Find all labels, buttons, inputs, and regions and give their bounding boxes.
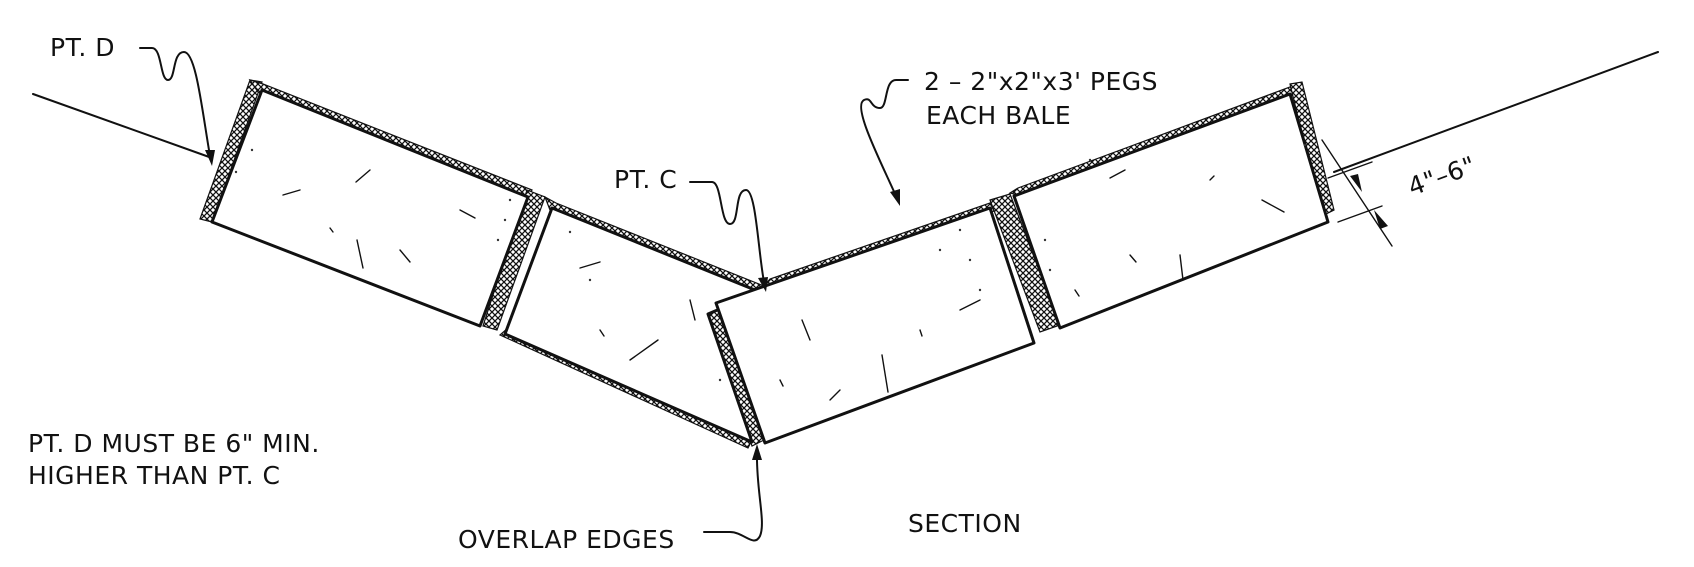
label-pt-d: PT. D	[50, 33, 115, 62]
label-note-line1: PT. D MUST BE 6" MIN.	[28, 429, 320, 458]
leader-pt-d	[139, 47, 211, 157]
dimension-arrow-upper	[1350, 174, 1362, 192]
ground-line-right	[1333, 51, 1659, 173]
bale-4	[1012, 92, 1330, 330]
dimension-extension-upper	[1327, 161, 1373, 179]
label-note-line2: HIGHER THAN PT. C	[28, 461, 281, 490]
arrowhead-pegs	[890, 189, 900, 206]
ground-line-left	[32, 93, 213, 159]
bale-3	[714, 206, 1036, 445]
bale-dots	[234, 118, 1307, 382]
label-pegs-line1: 2 – 2"x2"x3' PEGS	[924, 67, 1158, 96]
bale-1	[210, 88, 530, 328]
leader-overlap	[703, 451, 763, 542]
label-dimension: 4"–6"	[1404, 151, 1480, 202]
dimension-extension-lower	[1337, 205, 1383, 223]
bale-texture	[282, 169, 1285, 401]
leader-pegs	[860, 79, 909, 197]
bale-2	[503, 206, 762, 444]
arrowhead-pt-c	[758, 277, 768, 292]
arrowhead-overlap	[752, 444, 762, 460]
label-pt-c: PT. C	[614, 165, 677, 194]
dimension-arrow-lower	[1374, 210, 1388, 229]
dimension-line	[1321, 139, 1393, 247]
label-pegs-line2: EACH BALE	[926, 101, 1071, 130]
label-section: SECTION	[908, 509, 1022, 538]
label-overlap-edges: OVERLAP EDGES	[458, 525, 675, 554]
arrowhead-pt-d	[205, 150, 215, 166]
leader-pt-c	[689, 181, 765, 283]
